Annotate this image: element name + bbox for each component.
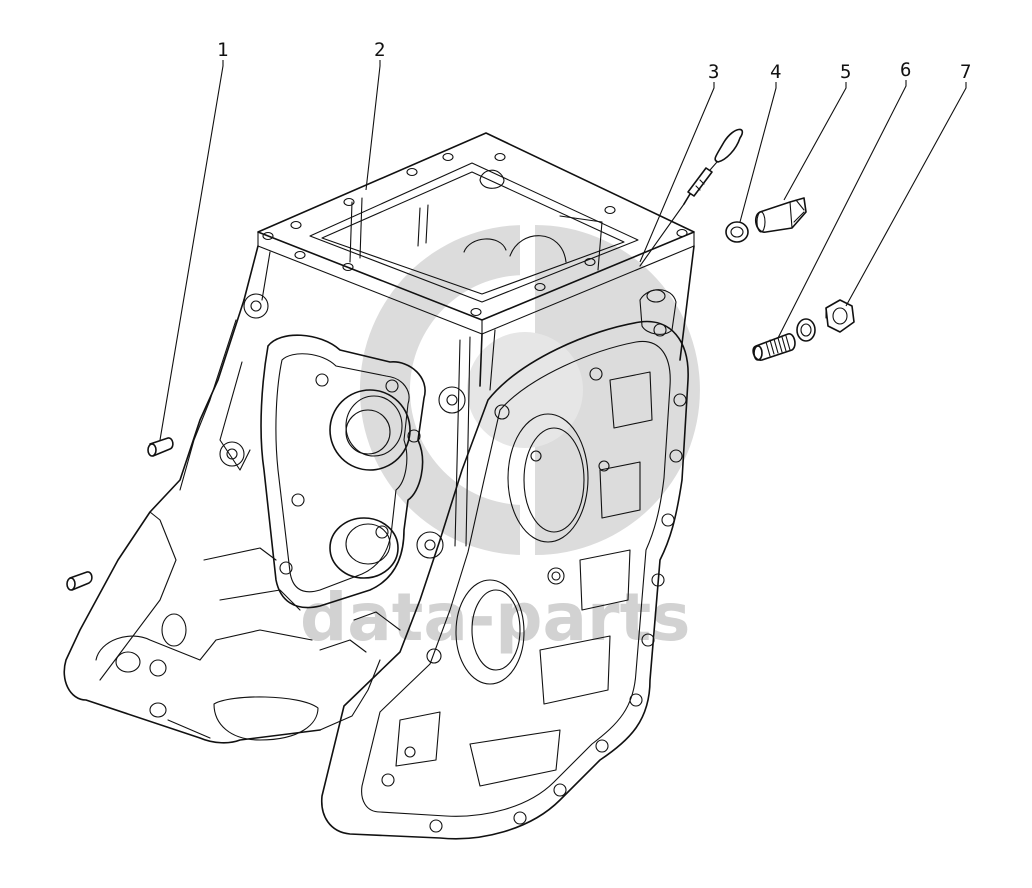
callout-1: 1 bbox=[217, 39, 228, 61]
dowel-pin-lower bbox=[66, 571, 93, 591]
threaded-stud bbox=[752, 318, 816, 361]
dowel-pins bbox=[66, 437, 174, 591]
dipstick bbox=[639, 128, 744, 267]
sealing-washer bbox=[725, 221, 749, 243]
callout-4: 4 bbox=[770, 61, 781, 83]
callout-2: 2 bbox=[374, 39, 385, 61]
callout-6: 6 bbox=[900, 59, 911, 81]
hex-nut bbox=[825, 299, 855, 333]
callout-numbers: 1 2 3 4 5 6 7 bbox=[217, 39, 971, 83]
callout-7: 7 bbox=[960, 61, 971, 83]
callout-3: 3 bbox=[708, 61, 719, 83]
transmission-housing bbox=[63, 132, 695, 840]
hex-plug bbox=[754, 197, 807, 233]
leader-lines bbox=[159, 60, 967, 441]
watermark-logo: data-parts bbox=[300, 224, 700, 656]
dowel-pin-upper bbox=[147, 437, 174, 457]
callout-5: 5 bbox=[840, 61, 851, 83]
